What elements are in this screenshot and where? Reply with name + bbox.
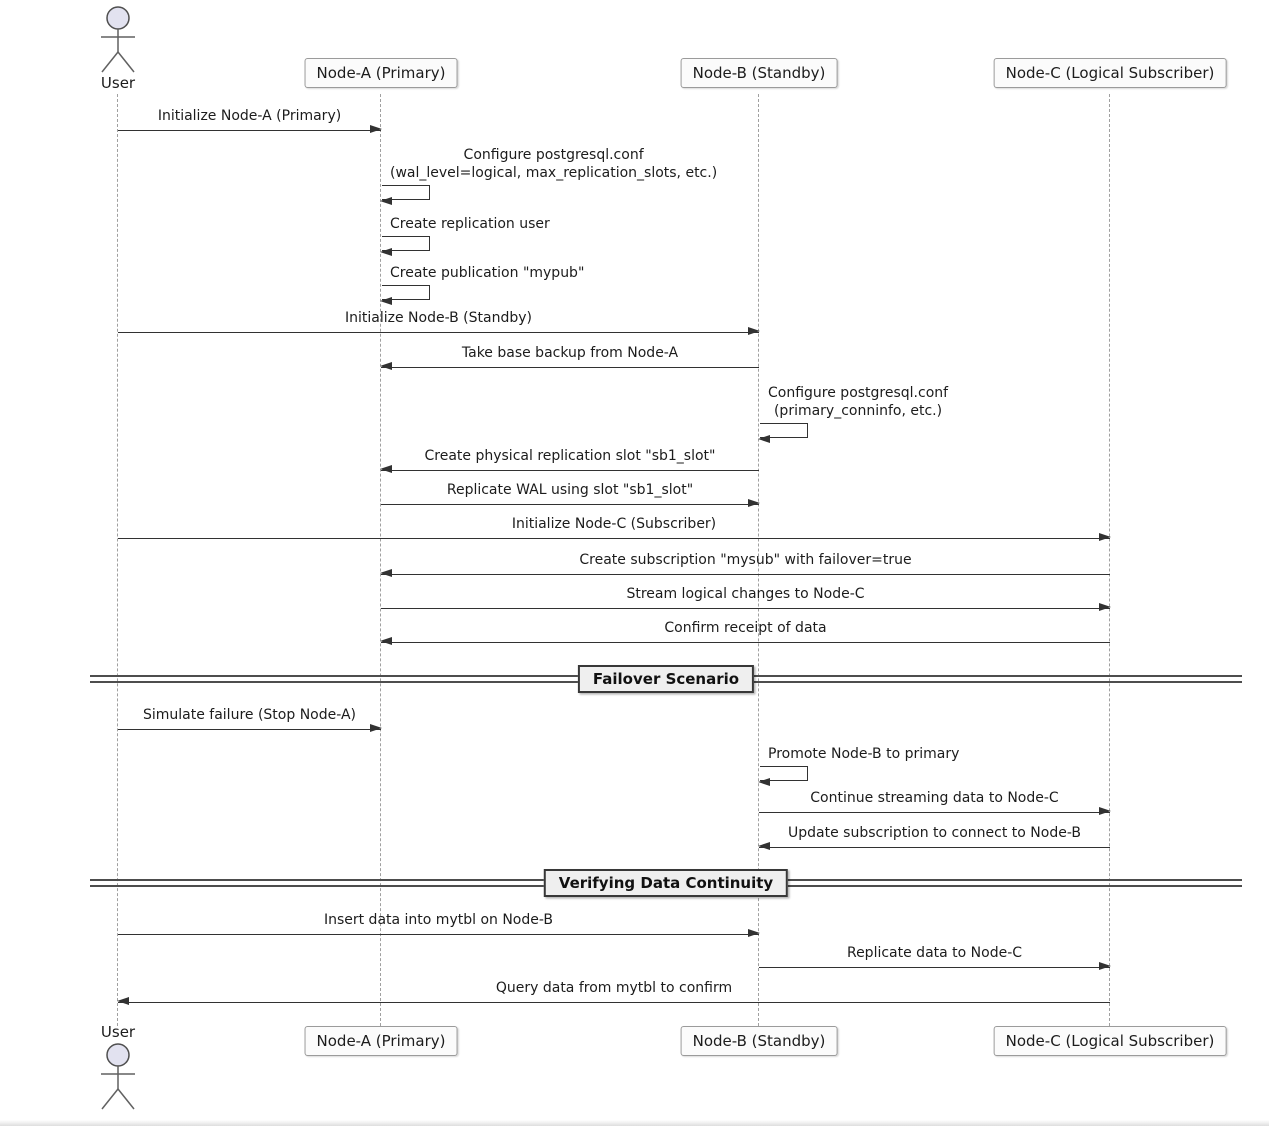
message-label: Confirm receipt of data — [664, 620, 827, 636]
message-label: Query data from mytbl to confirm — [495, 980, 733, 996]
message-label: Continue streaming data to Node-C — [810, 790, 1059, 806]
participant-box-nodeC: Node-C (Logical Subscriber) — [993, 58, 1227, 88]
arrowhead-icon — [1099, 962, 1111, 971]
actor-icon — [94, 4, 142, 78]
arrowhead-icon — [748, 327, 760, 336]
message-label: Simulate failure (Stop Node-A) — [142, 707, 357, 723]
participant-box-nodeB: Node-B (Standby) — [680, 1026, 838, 1056]
message-label: Replicate WAL using slot "sb1_slot" — [446, 482, 694, 498]
arrowhead-icon — [117, 997, 129, 1006]
self-message-text-line: Create replication user — [390, 216, 550, 232]
participant-box-nodeB: Node-B (Standby) — [680, 58, 838, 88]
self-message-arrow — [758, 766, 808, 786]
message-label: Replicate data to Node-C — [846, 945, 1023, 961]
actor-icon — [94, 1041, 142, 1115]
message-line — [381, 608, 1110, 609]
self-message-text-line: Configure postgresql.conf — [463, 147, 644, 163]
message-line — [759, 967, 1110, 968]
arrowhead-icon — [380, 248, 392, 256]
arrowhead-icon — [758, 842, 770, 851]
actor-label-user: User — [100, 1023, 136, 1041]
message-line — [118, 538, 1110, 539]
arrowhead-icon — [748, 499, 760, 508]
self-message-arrow — [380, 185, 430, 205]
arrowhead-icon — [1099, 603, 1111, 612]
message-line — [118, 934, 759, 935]
message-line — [118, 130, 381, 131]
message-label: Create physical replication slot "sb1_sl… — [424, 448, 716, 464]
arrowhead-icon — [748, 929, 760, 938]
message-label: Initialize Node-C (Subscriber) — [511, 516, 717, 532]
self-message-text-line: (primary_conninfo, etc.) — [773, 403, 943, 419]
arrowhead-icon — [380, 637, 392, 646]
self-message-label: Configure postgresql.conf (primary_connin… — [768, 384, 948, 420]
arrowhead-icon — [380, 362, 392, 371]
self-message-text-line: Promote Node-B to primary — [768, 746, 960, 762]
self-message-label: Configure postgresql.conf (wal_level=logi… — [390, 146, 717, 182]
self-message-text-line: Configure postgresql.conf — [768, 385, 949, 401]
message-label: Initialize Node-A (Primary) — [157, 108, 342, 124]
message-label: Initialize Node-B (Standby) — [345, 310, 532, 326]
self-message-arrow — [380, 236, 430, 256]
self-message-arrow — [758, 423, 808, 443]
message-line — [381, 642, 1110, 643]
lifeline-user — [117, 94, 118, 1026]
message-line — [381, 470, 759, 471]
self-message-text-line: (wal_level=logical, max_replication_slot… — [390, 165, 718, 181]
self-message-label: Create publication "mypub" — [390, 264, 584, 282]
arrowhead-icon — [380, 197, 392, 205]
message-line — [118, 729, 381, 730]
message-label: Update subscription to connect to Node-B — [788, 825, 1081, 841]
lifeline-nodeA — [380, 94, 381, 1026]
arrowhead-icon — [1099, 533, 1111, 542]
self-message-label: Create replication user — [390, 215, 550, 233]
message-label: Take base backup from Node-A — [461, 345, 679, 361]
message-label: Insert data into mytbl on Node-B — [323, 912, 554, 928]
message-line — [118, 1002, 1110, 1003]
arrowhead-icon — [758, 435, 770, 443]
self-message-text-line: Create publication "mypub" — [390, 265, 585, 281]
message-line — [759, 812, 1110, 813]
arrowhead-icon — [380, 297, 392, 305]
self-message-label: Promote Node-B to primary — [768, 745, 959, 763]
message-line — [381, 574, 1110, 575]
arrowhead-icon — [758, 778, 770, 786]
message-label: Stream logical changes to Node-C — [626, 586, 865, 602]
window-bottom-edge — [0, 1120, 1269, 1126]
message-line — [381, 367, 759, 368]
divider-label: Verifying Data Continuity — [543, 869, 789, 897]
divider-label: Failover Scenario — [577, 665, 755, 693]
arrowhead-icon — [380, 569, 392, 578]
lifeline-nodeC — [1109, 94, 1110, 1026]
message-line — [118, 332, 759, 333]
lifeline-nodeB — [758, 94, 759, 1026]
participant-box-nodeA: Node-A (Primary) — [304, 1026, 458, 1056]
message-label: Create subscription "mysub" with failove… — [579, 552, 912, 568]
participant-box-nodeA: Node-A (Primary) — [304, 58, 458, 88]
arrowhead-icon — [1099, 807, 1111, 816]
arrowhead-icon — [370, 724, 382, 733]
message-line — [381, 504, 759, 505]
self-message-arrow — [380, 285, 430, 305]
actor-label-user: User — [100, 74, 136, 92]
arrowhead-icon — [370, 125, 382, 134]
participant-box-nodeC: Node-C (Logical Subscriber) — [993, 1026, 1227, 1056]
message-line — [759, 847, 1110, 848]
arrowhead-icon — [380, 465, 392, 474]
